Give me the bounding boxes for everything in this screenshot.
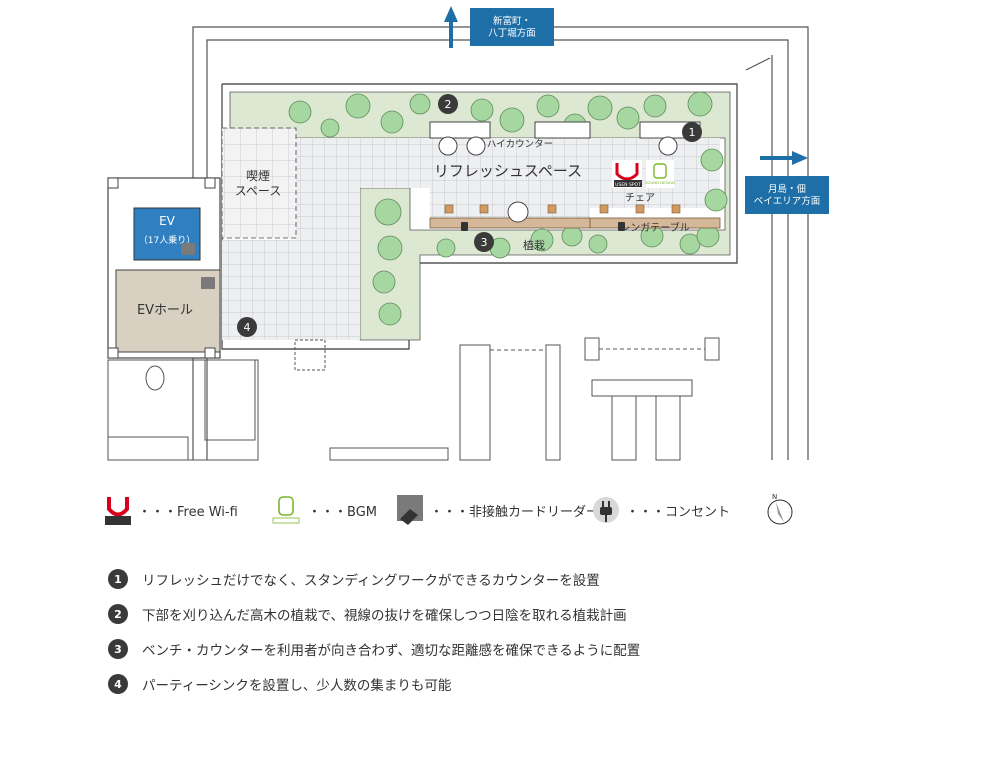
refresh-space-label: リフレッシュスペース	[434, 162, 582, 180]
notes-list: 1 リフレッシュだけでなく、スタンディングワークができるカウンターを設置 2 下…	[108, 568, 640, 708]
planting-label: 植栽	[523, 238, 545, 252]
svg-text:1: 1	[689, 126, 696, 139]
note-item: 1 リフレッシュだけでなく、スタンディングワークができるカウンターを設置	[108, 568, 640, 590]
ev-core	[107, 177, 221, 359]
marker-1: 1	[682, 122, 702, 142]
legend-item-card-reader: ・・・非接触カードリーダー	[396, 490, 599, 530]
note-number: 3	[108, 639, 128, 659]
legend-item-outlet: ・・・コンセント	[592, 490, 730, 530]
north-direction-arrow	[444, 6, 554, 48]
usen-logo-text: USEN SPOT	[615, 182, 641, 188]
high-counter-label: ハイカウンター	[487, 139, 553, 150]
svg-text:4: 4	[244, 321, 251, 334]
floor-plan: 新富町・八丁堀方面 月島・佃ベイエリア方面 喫煙スペース リフレッシュスペース …	[107, 6, 829, 461]
refresh-floor	[222, 138, 720, 340]
legend-label: ・・・Free Wi-fi	[138, 504, 238, 520]
chair-label: チェア	[625, 192, 655, 204]
note-number: 2	[108, 604, 128, 624]
ev-label: EV	[159, 214, 176, 228]
note-item: 3 ベンチ・カウンターを利用者が向き合わず、適切な距離感を確保できるように配置	[108, 638, 640, 660]
note-item: 2 下部を刈り込んだ高木の植栽で、視線の抜けを確保しつつ日陰を取れる植栽計画	[108, 603, 640, 625]
note-text: 下部を刈り込んだ高木の植栽で、視線の抜けを確保しつつ日陰を取れる植栽計画	[142, 608, 627, 624]
bgm-icon	[272, 496, 300, 524]
svg-text:3: 3	[481, 236, 488, 249]
pergola-frames	[294, 337, 720, 461]
card-reader-icon	[181, 243, 215, 289]
card-reader-icon	[397, 495, 423, 525]
north-direction-label: 新富町・八丁堀方面	[488, 15, 536, 39]
bgm-icon	[646, 160, 674, 188]
tree-group-inner	[372, 198, 720, 326]
service-area	[107, 359, 259, 461]
svg-text:2: 2	[445, 98, 452, 111]
outlet-icon	[461, 222, 625, 231]
sound-logo-text: SOUND DESIGN	[645, 180, 675, 185]
compass-north-label: N	[772, 493, 777, 501]
ev-hall-label: EVホール	[137, 303, 193, 318]
compass: N	[762, 490, 798, 530]
usen-wifi-icon	[612, 160, 642, 188]
note-item: 4 パーティーシンクを設置し、少人数の集まりも可能	[108, 673, 640, 695]
legend-item-wifi: ・・・Free Wi-fi	[104, 490, 238, 530]
legend-label: ・・・非接触カードリーダー	[430, 504, 600, 520]
compass-icon: N	[767, 493, 793, 525]
east-direction-arrow	[745, 151, 829, 214]
east-direction-label: 月島・佃ベイエリア方面	[754, 183, 820, 207]
note-text: リフレッシュだけでなく、スタンディングワークができるカウンターを設置	[142, 573, 600, 589]
legend-label: ・・・BGM	[308, 504, 377, 520]
note-number: 4	[108, 674, 128, 694]
note-text: パーティーシンクを設置し、少人数の集まりも可能	[142, 678, 452, 694]
tree-group-top	[288, 91, 728, 212]
note-number: 1	[108, 569, 128, 589]
renga-table-label: レンガテーブル	[620, 221, 689, 234]
marker-3: 3	[474, 232, 494, 252]
brick-tables	[429, 201, 721, 229]
legend-item-bgm: ・・・BGM	[270, 490, 377, 530]
marker-2: 2	[438, 94, 458, 114]
smoking-space-label: 喫煙スペース	[235, 169, 282, 198]
note-text: ベンチ・カウンターを利用者が向き合わず、適切な距離感を確保できるように配置	[142, 643, 641, 659]
legend-label: ・・・コンセント	[626, 504, 731, 520]
usen-wifi-icon	[105, 497, 131, 525]
outlet-icon	[593, 497, 619, 523]
smoking-area	[221, 127, 297, 239]
marker-4: 4	[237, 317, 257, 337]
